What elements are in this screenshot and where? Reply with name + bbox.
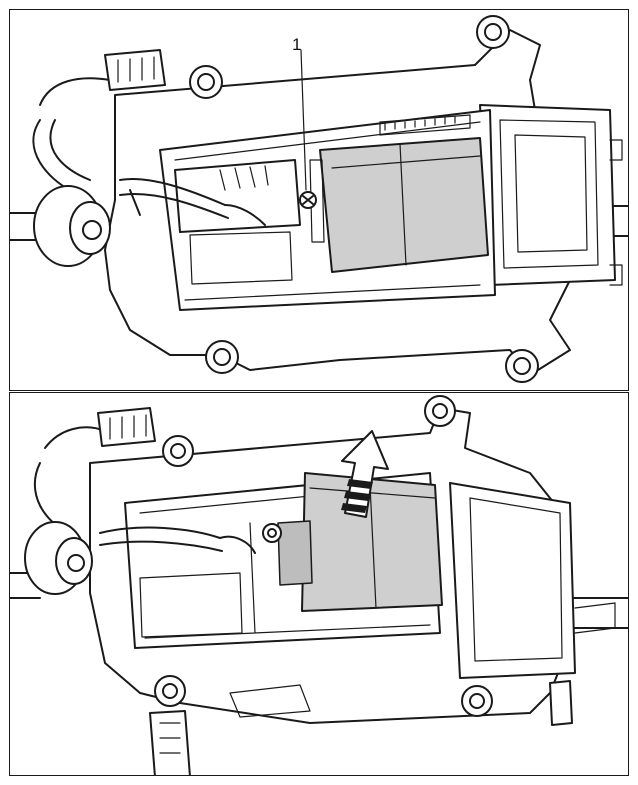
bottom-panel [9,392,629,776]
column-end-disc [33,185,111,267]
internal-connector [174,159,301,233]
screw-icon [299,191,317,209]
top-panel-illustration [10,15,628,383]
mounting-lug-holes [154,395,493,717]
module-unit-icon [309,137,489,273]
top-panel: 1 [9,9,629,391]
mounting-lug-holes [189,15,539,383]
removal-arrow-icon [341,430,389,518]
module-unit-icon [262,472,443,612]
callout-leader-line [300,49,307,191]
wiring-connector-icon [97,407,156,447]
lower-linkage [149,710,191,775]
callout-1-label: 1 [292,35,302,54]
wiring-connector-icon [104,49,166,91]
bottom-panel-illustration [10,395,628,775]
right-bracket [449,482,576,679]
column-end-disc [24,521,93,595]
